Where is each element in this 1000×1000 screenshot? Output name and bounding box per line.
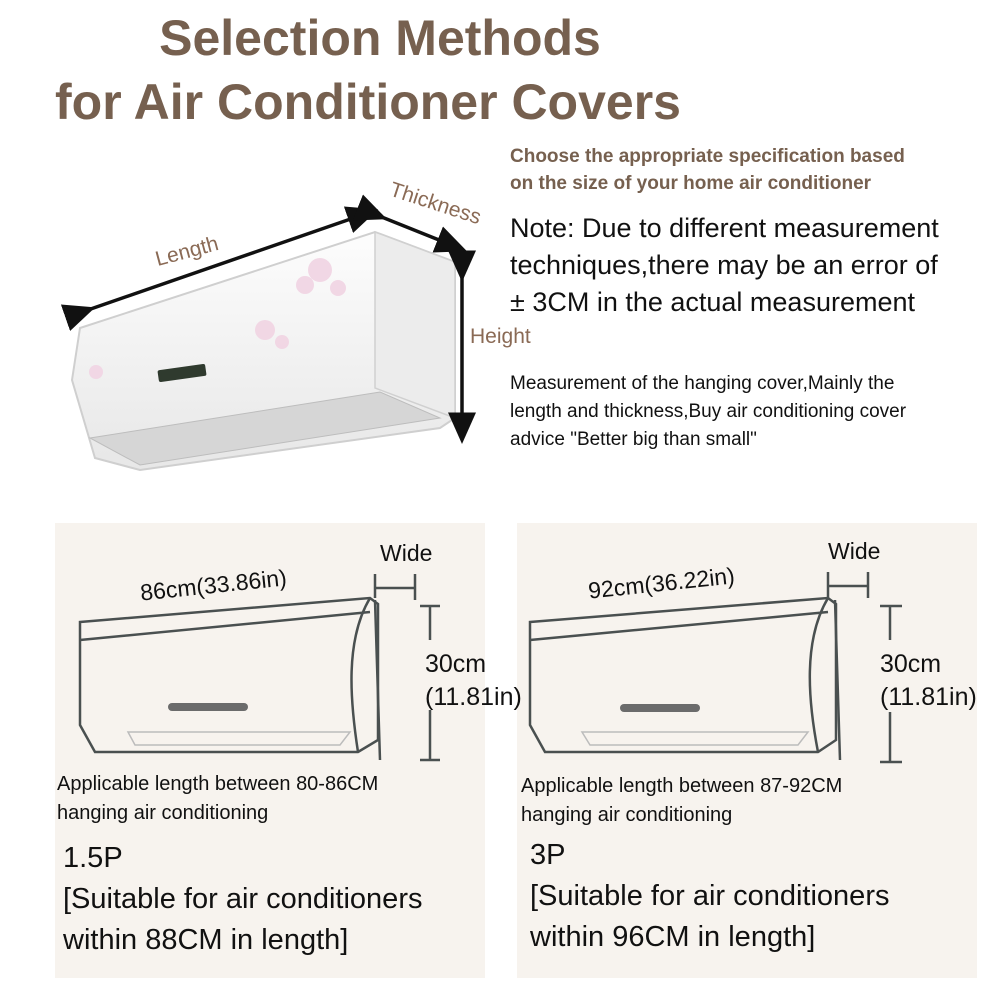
cover-drawing-1	[78, 574, 440, 762]
cover-drawing-2	[528, 572, 902, 764]
measurement-note: Note: Due to different measurement techn…	[510, 210, 990, 321]
panel-1-applicable: Applicable length between 80-86CM hangin…	[57, 770, 378, 828]
panel-2-suitable-line-2: within 96CM in length]	[530, 921, 816, 953]
page-title-line-2: for Air Conditioner Covers	[55, 74, 681, 130]
advice-line-1: Measurement of the hanging cover,Mainly …	[510, 373, 895, 394]
panel-2-applicable-line-2: hanging air conditioning	[521, 804, 733, 826]
subtitle: Choose the appropriate specification bas…	[510, 143, 990, 197]
panel-1-wide-label: Wide	[380, 540, 433, 566]
panel-2-applicable: Applicable length between 87-92CM hangin…	[521, 772, 842, 830]
panel-2-applicable-line-1: Applicable length between 87-92CM	[521, 775, 843, 797]
subtitle-line-2: on the size of your home air conditioner	[510, 173, 872, 194]
thickness-arrow	[352, 194, 467, 253]
panel-1-model: 1.5P	[63, 842, 123, 874]
length-arrow	[60, 206, 379, 331]
advice-line-3: advice "Better big than small"	[510, 429, 757, 450]
panel-1-model-info: 1.5P [Suitable for air conditioners with…	[63, 838, 422, 961]
panel-1-height-cm: 30cm	[425, 650, 487, 678]
height-label: Height	[470, 325, 531, 348]
ac-unit-body	[70, 230, 456, 472]
note-line-3: ± 3CM in the actual measurement	[510, 287, 915, 317]
panel-2-model-info: 3P [Suitable for air conditioners within…	[530, 835, 889, 958]
advice-line-2: length and thickness,Buy air conditionin…	[510, 401, 907, 422]
panel-2-height-in: (11.81in)	[880, 683, 977, 711]
panel-1-applicable-line-1: Applicable length between 80-86CM	[57, 773, 379, 795]
panel-2-height-cm: 30cm	[880, 650, 942, 678]
subtitle-line-1: Choose the appropriate specification bas…	[510, 146, 905, 167]
measurement-advice: Measurement of the hanging cover,Mainly …	[510, 370, 990, 454]
panel-1-height: 30cm (11.81in)	[425, 648, 522, 714]
note-line-1: Note: Due to different measurement	[510, 213, 939, 243]
panel-2-model: 3P	[530, 839, 566, 871]
panel-1-height-in: (11.81in)	[425, 683, 522, 711]
panel-2-height: 30cm (11.81in)	[880, 648, 977, 714]
panel-1-applicable-line-2: hanging air conditioning	[57, 802, 269, 824]
panel-1-suitable-line-1: [Suitable for air conditioners	[63, 883, 423, 915]
panel-1-suitable-line-2: within 88CM in length]	[63, 924, 349, 956]
page-title-line-1: Selection Methods	[159, 10, 601, 66]
panel-2-suitable-line-1: [Suitable for air conditioners	[530, 880, 890, 912]
note-line-2: techniques,there may be an error of	[510, 250, 938, 280]
panel-2-wide-label: Wide	[828, 538, 881, 564]
